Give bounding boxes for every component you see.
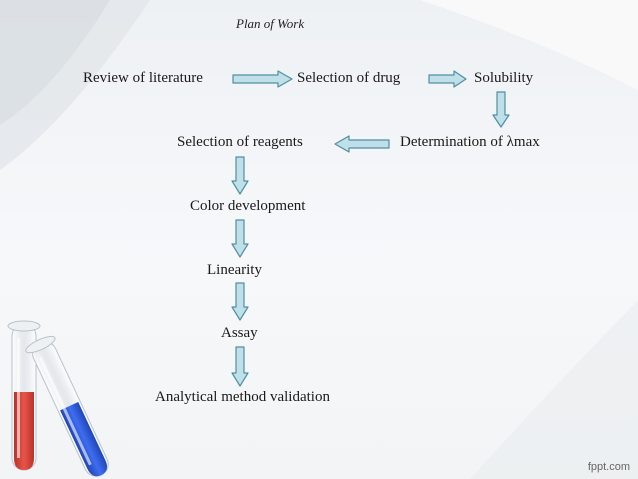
step-linearity: Linearity — [207, 262, 262, 278]
test-tubes-icon — [7, 320, 109, 477]
arrow-down-icon — [231, 156, 249, 195]
arrow-down-icon — [231, 346, 249, 387]
arrow-down-icon — [231, 219, 249, 258]
step-validation: Analytical method validation — [155, 389, 330, 405]
arrow-right-icon — [232, 70, 293, 88]
step-selection-drug: Selection of drug — [297, 70, 401, 86]
step-selection-reagents: Selection of reagents — [177, 134, 303, 150]
step-solubility: Solubility — [474, 70, 534, 86]
step-review-literature: Review of literature — [83, 70, 203, 86]
arrow-right-icon — [428, 70, 467, 88]
slide-title: Plan of Work — [236, 16, 305, 31]
watermark: fppt.com — [587, 461, 630, 473]
step-assay: Assay — [221, 325, 258, 341]
step-lambda-max: Determination of λmax — [400, 134, 540, 150]
arrow-left-icon — [334, 135, 390, 153]
arrow-down-icon — [492, 91, 510, 128]
arrow-down-icon — [231, 282, 249, 321]
step-color-development: Color development — [190, 198, 306, 214]
